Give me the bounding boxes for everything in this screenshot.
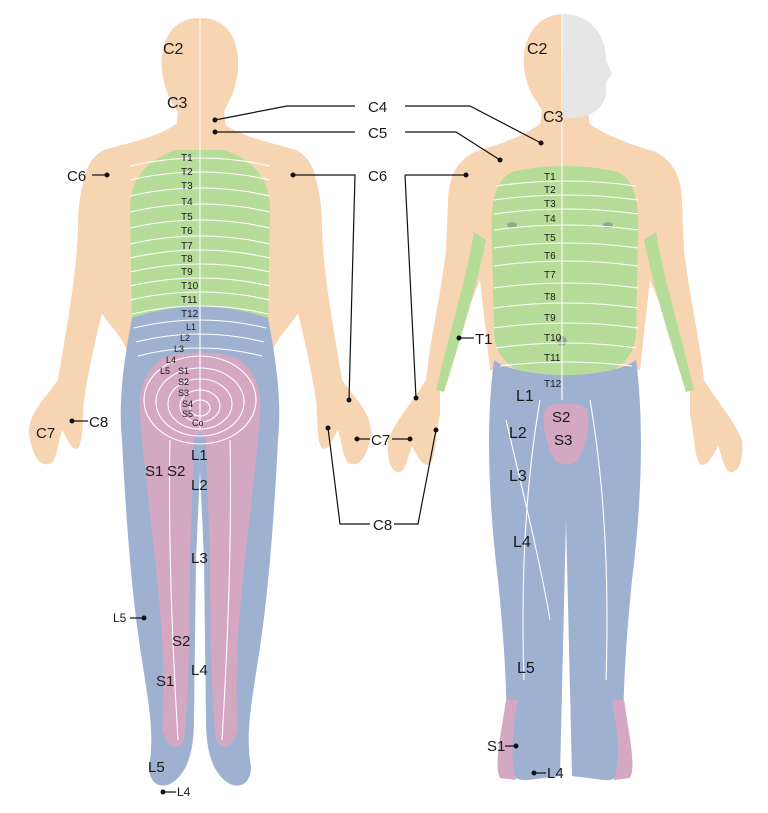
front-foot-s1-left <box>497 700 518 780</box>
back-label-l4: L4 <box>166 355 176 365</box>
callout-s1-right: S1 <box>487 738 505 755</box>
callout-c4: C4 <box>368 99 387 116</box>
back-label-s2: S2 <box>178 377 189 387</box>
back-leg-line-left <box>168 439 179 741</box>
callout-l5-left: L5 <box>113 611 127 625</box>
back-label-l1: L1 <box>186 322 196 332</box>
front-thoracic-bands <box>493 180 639 367</box>
back-label-s2-upper: S2 <box>167 463 185 480</box>
callout-c8-left: C8 <box>89 414 108 431</box>
back-sacral-labels: S1 S2 S3 S4 S5 Co <box>178 366 204 428</box>
back-label-l1: L1 <box>191 447 208 464</box>
front-label-t5: T5 <box>544 233 556 244</box>
back-label-c2: C2 <box>163 41 184 58</box>
front-thoracic-region <box>491 166 639 384</box>
back-label-t5: T5 <box>181 212 193 223</box>
front-leg-line-c <box>505 419 551 621</box>
front-thoracic-labels: T1 T2 T3 T4 T5 T6 T7 T8 T9 T10 T11 T12 <box>544 172 562 390</box>
front-leg-line-a <box>522 399 541 681</box>
callout-c5: C5 <box>368 125 387 142</box>
back-label-t12: T12 <box>181 309 199 320</box>
callout-c7-left: C7 <box>36 425 55 442</box>
back-label-t6: T6 <box>181 226 193 237</box>
back-left-arm <box>28 150 121 465</box>
back-label-l5-foot: L5 <box>148 759 165 776</box>
front-label-t12: T12 <box>544 379 562 390</box>
front-label-l3: L3 <box>509 468 527 485</box>
back-label-t7: T7 <box>181 241 193 252</box>
back-label-l5: L5 <box>160 366 170 376</box>
back-label-t3: T3 <box>181 181 193 192</box>
front-sacral-region <box>543 403 589 465</box>
front-left-hand <box>387 380 440 473</box>
callout-c6: C6 <box>368 168 387 185</box>
back-leg-labels: S1 S2 L1 L2 L3 S2 S1 L4 L5 <box>145 447 208 776</box>
back-label-l3: L3 <box>191 550 208 567</box>
back-label-t11: T11 <box>181 295 198 306</box>
front-nipple-left <box>507 222 517 228</box>
callout-l4-left: L4 <box>177 785 191 799</box>
back-label-s4: S4 <box>182 399 193 409</box>
front-label-l2: L2 <box>509 425 527 442</box>
back-label-l3: L3 <box>174 344 184 354</box>
front-label-c3: C3 <box>543 109 564 126</box>
front-label-l5: L5 <box>517 660 535 677</box>
back-label-t8: T8 <box>181 254 193 265</box>
front-right-arm-t1 <box>644 232 694 392</box>
front-label-l1: L1 <box>516 388 534 405</box>
back-label-s1: S1 <box>178 366 189 376</box>
callout-l4-right: L4 <box>547 765 564 782</box>
back-label-co: Co <box>192 418 204 428</box>
back-lumbar-labels: L1 L2 L3 L4 L5 <box>160 322 196 376</box>
back-figure: C2 C3 T1 T2 T3 T4 T5 T6 T7 T8 T9 T10 T11… <box>28 18 372 786</box>
back-label-l2: L2 <box>180 333 190 343</box>
callout-lines <box>69 105 546 795</box>
back-label-s5: S5 <box>182 409 193 419</box>
front-label-t7: T7 <box>544 270 556 281</box>
front-head-profile <box>562 14 612 118</box>
front-label-t8: T8 <box>544 292 556 303</box>
front-label-l4: L4 <box>513 534 531 551</box>
callout-t1: T1 <box>475 331 493 348</box>
back-label-l4: L4 <box>191 662 208 679</box>
back-label-t1: T1 <box>181 153 193 164</box>
back-label-s2-lower: S2 <box>172 633 190 650</box>
back-thoracic-labels: T1 T2 T3 T4 T5 T6 T7 T8 T9 T10 T11 T12 <box>181 153 199 320</box>
front-lumbar-region <box>489 360 641 781</box>
front-left-arm-t1 <box>436 232 486 392</box>
front-label-c2: C2 <box>527 41 548 58</box>
back-label-s1-upper: S1 <box>145 463 163 480</box>
back-leg-line-right <box>221 439 232 741</box>
front-label-t9: T9 <box>544 313 556 324</box>
front-label-t1: T1 <box>544 172 556 183</box>
back-label-t9: T9 <box>181 267 193 278</box>
front-figure: C2 C3 T1 T2 T3 T4 T5 T6 T7 T8 T9 T10 T11… <box>387 14 743 781</box>
front-label-t4: T4 <box>544 214 556 225</box>
back-label-s3: S3 <box>178 388 189 398</box>
front-foot-s1-right <box>612 700 633 780</box>
front-label-t3: T3 <box>544 199 556 210</box>
back-label-t10: T10 <box>181 281 199 292</box>
front-label-s2: S2 <box>552 409 570 426</box>
callout-c7: C7 <box>371 432 390 449</box>
back-label-s1-lower: S1 <box>156 673 174 690</box>
callout-labels: C4 C5 C6 C6 C7 C7 C8 C8 T1 L5 L4 S1 L4 <box>36 99 564 799</box>
back-label-l2: L2 <box>191 477 208 494</box>
back-label-c3: C3 <box>167 95 188 112</box>
back-label-t4: T4 <box>181 197 193 208</box>
front-right-hand <box>690 380 743 473</box>
callout-c8: C8 <box>373 517 392 534</box>
front-label-t10: T10 <box>544 333 562 344</box>
front-label-t2: T2 <box>544 185 556 196</box>
back-label-t2: T2 <box>181 167 193 178</box>
front-leg-line-b <box>589 399 608 681</box>
front-label-s3: S3 <box>554 432 572 449</box>
front-label-t11: T11 <box>544 353 561 364</box>
front-label-t6: T6 <box>544 251 556 262</box>
back-right-arm <box>280 150 372 465</box>
callout-c6-left: C6 <box>67 168 86 185</box>
